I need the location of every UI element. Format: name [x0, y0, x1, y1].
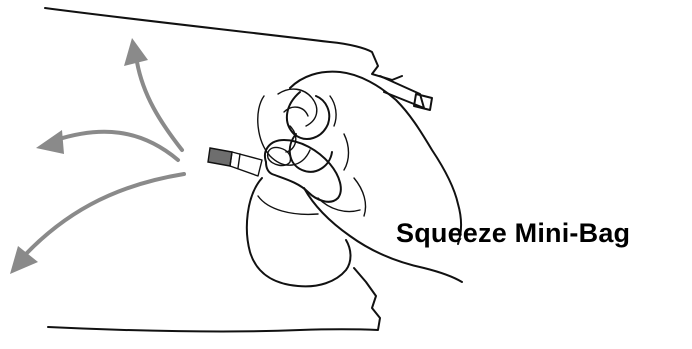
tube-end	[380, 76, 432, 110]
nozzle-tip	[208, 148, 232, 166]
hand-icon	[265, 72, 462, 282]
nozzle-band	[238, 154, 240, 168]
skin-outline-bottom	[48, 268, 380, 331]
arrow-head-icon	[36, 130, 64, 154]
curved-arrow-icon	[24, 174, 184, 256]
arrow-head-icon	[124, 38, 148, 66]
bag-outline	[247, 178, 351, 286]
skin-outline-top	[45, 8, 402, 80]
caption-label: Squeeze Mini-Bag	[396, 220, 630, 247]
tube-outline	[380, 76, 424, 108]
arrow-head-icon	[10, 246, 38, 274]
thumb-crease	[318, 198, 360, 212]
knuckle-crease-2	[344, 134, 349, 170]
curved-arrow-icon	[56, 132, 178, 160]
knuckle-crease-1	[330, 96, 336, 126]
spray-arrows	[10, 38, 184, 274]
nozzle-neck	[230, 152, 262, 176]
curved-arrow-icon	[137, 62, 182, 150]
bag-inner-seam	[258, 196, 318, 214]
squeeze-bag-icon	[247, 89, 351, 286]
mini-bag-nozzle	[208, 148, 262, 176]
